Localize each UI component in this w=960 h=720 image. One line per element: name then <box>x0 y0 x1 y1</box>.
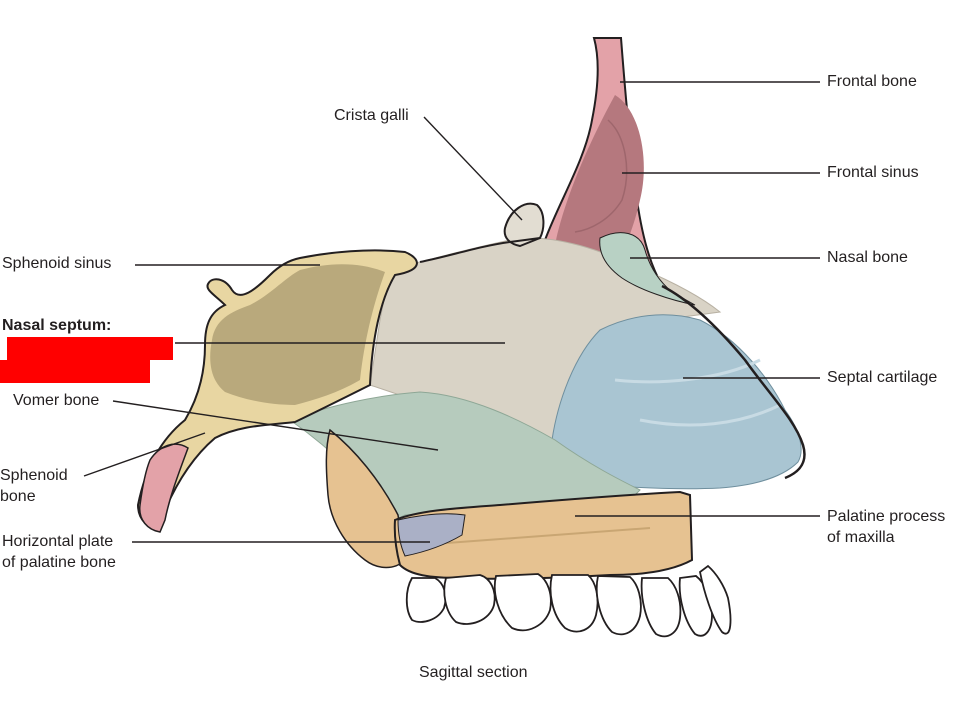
sphenoid-sinus <box>210 264 385 405</box>
tooth <box>549 574 599 633</box>
palatine-vertical-part <box>325 428 406 569</box>
label-vomer-bone: Vomer bone <box>13 392 100 409</box>
tooth <box>405 577 447 623</box>
sphenoid-pink-tip <box>139 443 189 533</box>
label-sphenoid-bone-line2: bone <box>0 488 36 505</box>
leader-sphenoid-bone <box>83 432 206 477</box>
label-sphenoid-sinus: Sphenoid sinus <box>2 255 112 272</box>
label-nasal-bone: Nasal bone <box>827 249 908 266</box>
leader-crista-galli <box>423 116 523 221</box>
leader-lines <box>83 81 820 543</box>
horizontal-plate-palatine <box>397 513 466 557</box>
teeth <box>405 564 732 638</box>
label-crista-galli: Crista galli <box>334 107 409 124</box>
label-horizontal-plate-line1: Horizontal plate <box>2 533 114 550</box>
tooth <box>493 573 552 632</box>
leader-vomer <box>112 400 439 451</box>
frontal-sinus <box>556 95 644 268</box>
tooth <box>699 564 732 635</box>
redaction-bar-1 <box>7 337 173 360</box>
redaction-bar-2 <box>0 360 150 383</box>
label-palatine-process-line2: of maxilla <box>827 529 895 546</box>
label-septal-cartilage: Septal cartilage <box>827 369 938 386</box>
tooth <box>595 575 642 636</box>
nasal-bone <box>599 232 696 306</box>
label-nasal-septum: Nasal septum: <box>2 317 112 334</box>
label-frontal-bone: Frontal bone <box>827 73 917 90</box>
label-horizontal-plate-line2: of palatine bone <box>2 554 116 571</box>
tooth <box>443 574 496 625</box>
label-sphenoid-bone-line1: Sphenoid <box>0 467 68 484</box>
label-palatine-process-line1: Palatine process <box>827 508 946 525</box>
crista-galli <box>503 202 545 248</box>
tooth <box>640 577 682 638</box>
diagram-caption: Sagittal section <box>419 664 528 681</box>
label-frontal-sinus: Frontal sinus <box>827 164 919 181</box>
